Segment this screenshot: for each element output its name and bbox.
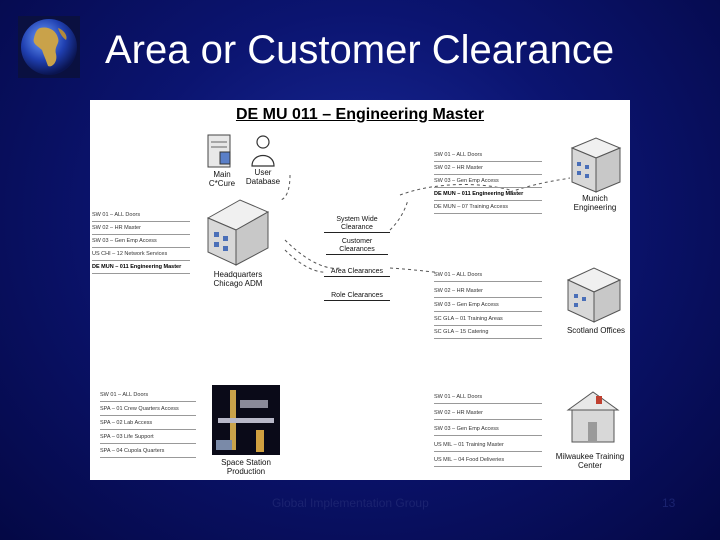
space-station-photo-icon — [212, 385, 280, 455]
scotland-label: Scotland Offices — [566, 326, 626, 335]
list-item-highlighted: DE MUN – 011 Engineering Master — [434, 189, 542, 201]
list-item: SPA – 02 Lab Access — [100, 418, 196, 430]
list-item: US MIL – 01 Training Master — [434, 440, 542, 452]
headquarters-label: Headquarters Chicago ADM — [213, 270, 263, 288]
list-item: SW 03 – Gen Emp Access — [434, 300, 542, 312]
munich-label: Munich Engineering — [573, 194, 617, 212]
globe-logo-icon — [18, 16, 80, 78]
list-item: SW 02 – HR Master — [92, 223, 190, 235]
list-item: SW 01 – ALL Doors — [434, 270, 542, 282]
connection-lines — [279, 174, 571, 273]
list-item: SW 02 – HR Master — [434, 286, 542, 298]
list-item: US CHI – 12 Network Services — [92, 249, 190, 261]
scotland-building-icon — [566, 267, 622, 323]
list-item: SPA – 04 Cupola Quarters — [100, 446, 196, 458]
list-item: SPA – 01 Crew Quarters Access — [100, 404, 196, 416]
user-database-label: User Database — [245, 168, 281, 186]
system-wide-clearance-label: System Wide Clearance — [324, 216, 390, 233]
user-database-person-icon — [251, 135, 275, 167]
page-number: 13 — [662, 496, 676, 510]
headquarters-building-icon — [206, 199, 270, 266]
diagram-panel: DE MU 011 – Engineering Master — [90, 100, 630, 480]
diagram-graphics — [206, 134, 622, 455]
slide-footer: Global Implementation Group — [272, 496, 429, 510]
list-item: DE MUN – 07 Training Access — [434, 202, 542, 214]
customer-clearances-label: Customer Clearances — [326, 238, 388, 255]
list-item: SW 02 – HR Master — [434, 408, 542, 420]
slide-title: Area or Customer Clearance — [105, 28, 615, 72]
list-item: SW 01 – ALL Doors — [434, 150, 542, 162]
area-clearances-label: Area Clearances — [324, 268, 390, 277]
list-item: DE MUN – 011 Engineering Master — [92, 262, 190, 274]
list-item: SW 03 – Gen Emp Access — [92, 236, 190, 248]
main-ccure-server-icon — [207, 134, 231, 168]
list-item: SW 02 – HR Master — [434, 163, 542, 175]
milwaukee-label: Milwaukee Training Center — [555, 452, 625, 470]
list-item: US MIL – 04 Food Deliveries — [434, 455, 542, 467]
list-item: SW 01 – ALL Doors — [434, 392, 542, 404]
space-station-label: Space Station Production — [221, 458, 271, 476]
list-item: SW 01 – ALL Doors — [92, 210, 190, 222]
list-item: SC GLA – 01 Training Areas — [434, 314, 542, 326]
main-ccure-label: Main C*Cure — [208, 170, 236, 188]
list-item: SPA – 03 Life Support — [100, 432, 196, 444]
milwaukee-house-icon — [566, 391, 620, 443]
list-item: SW 03 – Gen Emp Access — [434, 424, 542, 436]
role-clearances-label: Role Clearances — [324, 292, 390, 301]
munich-building-icon — [570, 137, 622, 193]
list-item: SW 01 – ALL Doors — [100, 390, 196, 402]
list-item: SW 03 – Gen Emp Access — [434, 176, 542, 188]
list-item: SC GLA – 15 Catering — [434, 327, 542, 339]
diagram-heading: DE MU 011 – Engineering Master — [235, 106, 485, 123]
